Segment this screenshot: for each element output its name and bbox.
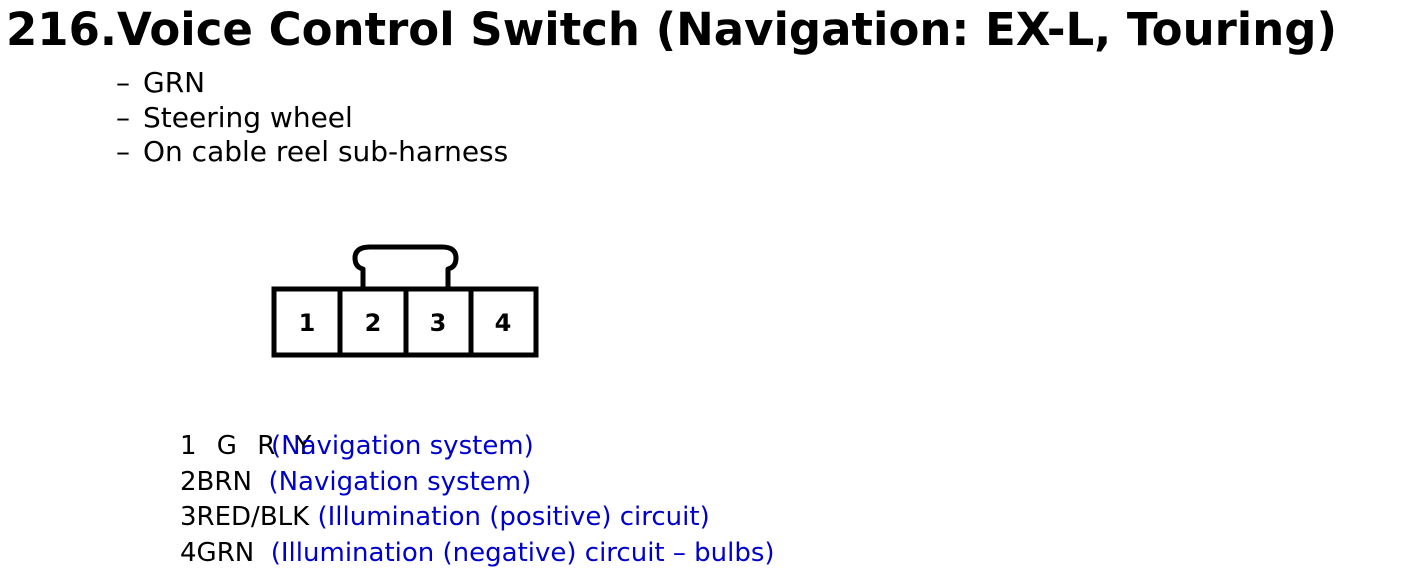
page-title: 216.Voice Control Switch (Navigation: EX… bbox=[6, 3, 1338, 56]
detail-location: –Steering wheel bbox=[116, 101, 508, 136]
pin-circuit-description: (Navigation system) bbox=[271, 431, 534, 461]
connector-details-list: –GRN –Steering wheel –On cable reel sub-… bbox=[116, 66, 508, 170]
pin-number-1: 1 bbox=[299, 309, 316, 337]
detail-text: On cable reel sub-harness bbox=[143, 135, 509, 168]
pin-circuit-description: (Illumination (positive) circuit) bbox=[317, 502, 710, 532]
pin-wire-code: 4GRN bbox=[180, 537, 255, 568]
pin-row-2: 2BRN (Navigation system) bbox=[180, 465, 775, 501]
pin-circuit-description: (Illumination (negative) circuit – bulbs… bbox=[270, 537, 775, 568]
detail-color: –GRN bbox=[116, 66, 508, 101]
pin-wire-code: 2BRN bbox=[180, 466, 252, 497]
detail-text: GRN bbox=[143, 66, 206, 99]
connector-lock-tab bbox=[352, 244, 459, 292]
detail-text: Steering wheel bbox=[143, 100, 353, 134]
pin-number-4: 4 bbox=[495, 309, 512, 337]
pin-list: 1 G R Y(Navigation system) 2BRN (Navigat… bbox=[180, 429, 775, 571]
pin-wire-code: 1 G R Y bbox=[180, 431, 318, 461]
detail-dash: – bbox=[116, 100, 130, 134]
pin-row-1: 1 G R Y(Navigation system) bbox=[180, 429, 775, 465]
pin-circuit-description: (Navigation system) bbox=[268, 466, 532, 497]
connector-diagram: 1 2 3 4 bbox=[271, 244, 539, 358]
pin-row-4: 4GRN (Illumination (negative) circuit – … bbox=[180, 536, 775, 572]
pin-wire-code: 3RED/BLK bbox=[180, 502, 310, 532]
pin-row-3: 3RED/BLK (Illumination (positive) circui… bbox=[180, 500, 775, 536]
detail-harness: –On cable reel sub-harness bbox=[116, 135, 508, 170]
detail-dash: – bbox=[116, 135, 130, 168]
pin-number-3: 3 bbox=[430, 309, 447, 337]
pin-number-2: 2 bbox=[365, 309, 382, 337]
detail-dash: – bbox=[116, 66, 130, 99]
